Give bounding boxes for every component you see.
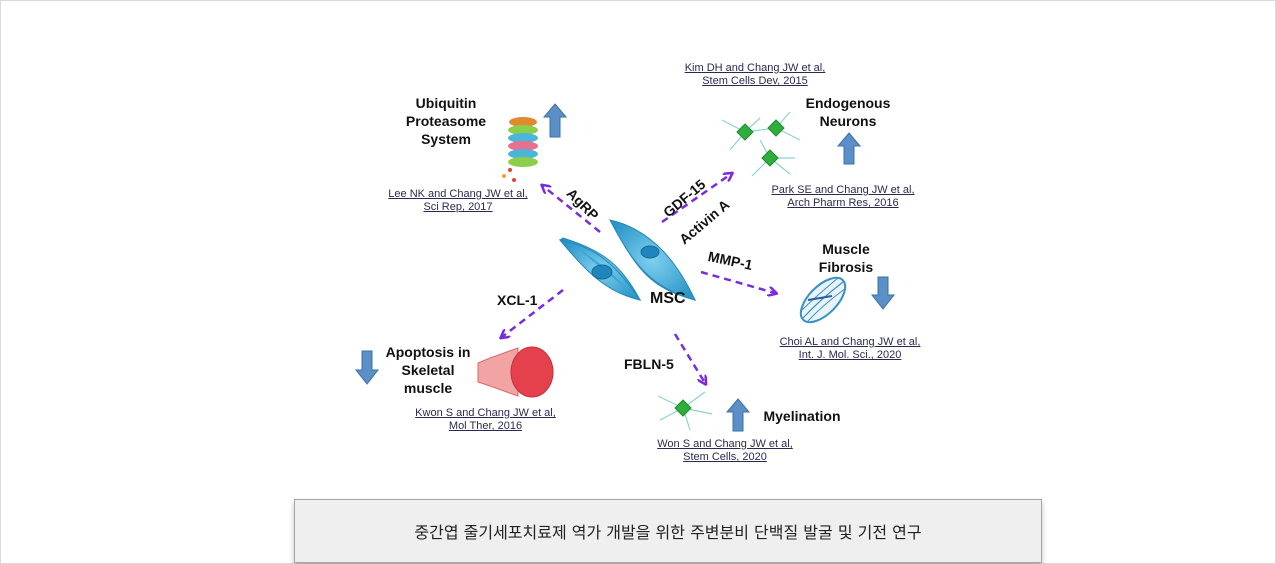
caption-text: 중간엽 줄기세포치료제 역가 개발을 위한 주변분비 단백질 발굴 및 기전 연…: [414, 523, 922, 542]
arrow-fbln5: [673, 333, 705, 383]
neurons-icon: [721, 111, 801, 177]
neurons-reference[interactable]: Park SE and Chang JW et al,Arch Pharm Re…: [771, 184, 915, 209]
skeletal-muscle-icon: [477, 346, 554, 398]
fibrosis-title: Muscle Fibrosis: [818, 241, 874, 275]
apoptosis-title: Apoptosis in Skeletal muscle: [385, 344, 471, 396]
muscle-fibrosis-icon: [799, 276, 847, 324]
myelination-neuron-icon: [657, 391, 713, 431]
neurons-reference-top[interactable]: Kim DH and Chang JW et al,Stem Cells Dev…: [684, 62, 826, 87]
ups-title: Ubiquitin Proteasome System: [405, 95, 487, 147]
xcl1-label: XCL-1: [497, 292, 538, 308]
myelination-title: Myelination: [763, 408, 841, 424]
ups-reference[interactable]: Lee NK and Chang JW et al,Sci Rep, 2017: [388, 188, 528, 213]
myelin-up-arrow-icon: [725, 398, 751, 432]
arrow-gdf15: [661, 174, 731, 224]
proteasome-icon: [502, 117, 538, 182]
caption-box: 중간엽 줄기세포치료제 역가 개발을 위한 주변분비 단백질 발굴 및 기전 연…: [294, 499, 1042, 563]
msc-label: MSC: [650, 290, 686, 307]
arrow-agrp: [543, 186, 601, 233]
arrow-xcl1: [502, 289, 564, 337]
neurons-up-arrow-icon: [836, 132, 862, 165]
apoptosis-down-arrow-icon: [354, 350, 380, 385]
myelination-reference[interactable]: Won S and Chang JW et al,Stem Cells, 202…: [657, 438, 793, 463]
fibrosis-down-arrow-icon: [870, 276, 896, 310]
apoptosis-reference[interactable]: Kwon S and Chang JW et al,Mol Ther, 2016: [415, 407, 556, 432]
neurons-title: Endogenous Neurons: [805, 95, 891, 129]
fibrosis-reference[interactable]: Choi AL and Chang JW et al,Int. J. Mol. …: [779, 336, 921, 361]
msc-cell-icon: [558, 219, 697, 301]
arrow-mmp1: [700, 270, 775, 293]
mechanism-diagram: [354, 103, 896, 432]
fbln5-label: FBLN-5: [624, 356, 674, 372]
ups-up-arrow-icon: [542, 103, 568, 138]
